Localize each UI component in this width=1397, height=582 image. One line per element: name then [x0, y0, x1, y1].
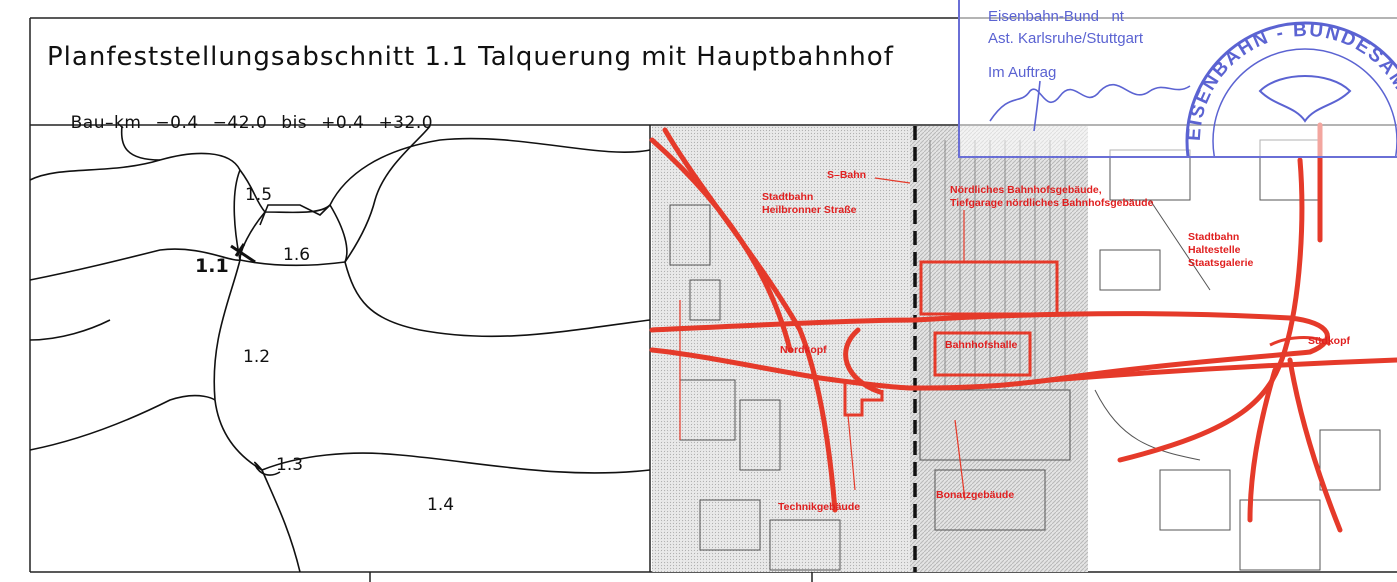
overview-label-1-4: 1.4 [427, 495, 454, 515]
section-1-1-marker [230, 243, 256, 264]
label-technikgebaeude: Technikgebäude [778, 501, 860, 513]
label-stadtbahn-heilbronner-1: Stadtbahn [762, 191, 813, 203]
label-bahnhofshalle: Bahnhofshalle [945, 339, 1018, 351]
subtitle-part: −42.0 [212, 113, 268, 133]
building-outlines-red [843, 260, 1332, 417]
page-subtitle: Bau–km −0.4 −42.0 bis +0.4 +32.0 [47, 93, 447, 153]
label-suedkopf: Südkopf [1308, 335, 1350, 347]
seal-text: EISENBAHN - BUNDESAMT [1184, 20, 1397, 142]
svg-text:EISENBAHN - BUNDESAMT: EISENBAHN - BUNDESAMT [1184, 20, 1397, 142]
subtitle-part: +32.0 [378, 113, 434, 133]
approval-stamp: Eisenbahn-Bund nt Ast. Karlsruhe/Stuttga… [958, 0, 1397, 158]
label-bonatzgebaeude: Bonatzgebäude [936, 489, 1014, 501]
stamp-graphics: EISENBAHN - BUNDESAMT 9 [989, 20, 1397, 156]
stamp-line-2: Ast. Karlsruhe/Stuttgart [988, 30, 1144, 47]
overview-label-1-2: 1.2 [243, 347, 270, 367]
stamp-line-3: Im Auftrag [988, 64, 1057, 81]
official-seal [1185, 21, 1397, 156]
subtitle-part: +0.4 [321, 113, 365, 133]
overview-label-1-5: 1.5 [245, 185, 272, 205]
label-nordkopf: Nordkopf [780, 344, 827, 356]
label-stadtbahn-halte-3: Staatsgalerie [1188, 257, 1254, 269]
label-stadtbahn-halte-1: Stadtbahn [1188, 231, 1239, 243]
eagle-emblem [1258, 75, 1352, 123]
label-noerdliches-1: Nördliches Bahnhofsgebäude, [950, 184, 1102, 196]
subtitle-part: −0.4 [155, 113, 199, 133]
signature [989, 83, 1191, 122]
label-s-bahn: S–Bahn [827, 169, 866, 181]
subtitle-part: Bau–km [70, 113, 142, 133]
label-stadtbahn-heilbronner-2: Heilbronner Straße [762, 204, 857, 216]
route-lines [649, 122, 1397, 533]
overview-label-1-3: 1.3 [276, 455, 303, 475]
page-title: Planfeststellungsabschnitt 1.1 Talquerun… [47, 42, 894, 72]
subtitle-part: bis [281, 113, 308, 133]
overview-map [29, 125, 651, 573]
overview-label-1-1: 1.1 [195, 255, 229, 277]
overview-label-1-6: 1.6 [283, 245, 310, 265]
detail-map: S–Bahn Stadtbahn Heilbronner Straße Nörd… [649, 122, 1397, 572]
label-noerdliches-2: Tiefgarage nördliches Bahnhofsgebäude [950, 197, 1154, 209]
label-stadtbahn-halte-2: Haltestelle [1188, 244, 1241, 256]
stamp-line-1: Eisenbahn-Bund nt [988, 8, 1124, 25]
